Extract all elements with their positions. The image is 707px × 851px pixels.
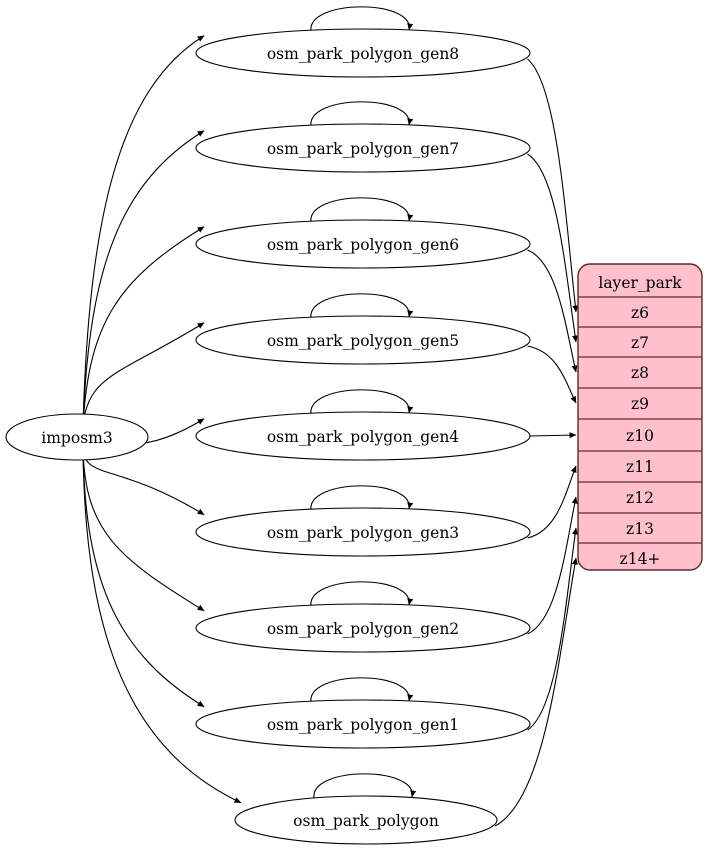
imposm3-ellipse[interactable] (5, 413, 149, 461)
edge-node-0-to-z6 (527, 58, 579, 313)
node-layer: imposm3 osm_park_polygon_gen8 osm_park_pol… (5, 28, 531, 845)
record-layer: layer_park z6 z7 z8 z9 z10 z11 z12 z13 z14+ (577, 263, 703, 571)
edge-imposm3-to-node-8 (82, 448, 242, 804)
node-osm_park_polygon_gen6[interactable]: osm_park_polygon_gen6 (195, 219, 531, 269)
node-label-4: osm_park_polygon_gen4 (267, 428, 459, 446)
node-ellipse-2[interactable] (195, 219, 531, 269)
edge-node-3-to-z9 (527, 345, 577, 404)
layer-park-row-z9[interactable]: z9 (631, 395, 649, 413)
layer-park-row-z10[interactable]: z10 (626, 427, 654, 445)
edge-self-loop-6 (310, 581, 414, 607)
node-ellipse-4[interactable] (195, 411, 531, 461)
node-ellipse-3[interactable] (195, 315, 531, 365)
edge-node-6-to-z12 (527, 496, 578, 635)
edge-self-loop-2 (310, 197, 414, 223)
node-label-2: osm_park_polygon_gen6 (267, 236, 459, 254)
node-osm_park_polygon_gen1[interactable]: osm_park_polygon_gen1 (195, 699, 531, 749)
edge-self-loop-8 (313, 773, 417, 799)
edge-self-loop-7 (310, 677, 414, 703)
node-osm_park_polygon_gen3[interactable]: osm_park_polygon_gen3 (195, 507, 531, 557)
node-ellipse-5[interactable] (195, 507, 531, 557)
node-label-0: osm_park_polygon_gen8 (267, 45, 459, 63)
edge-node-7-to-z13 (527, 527, 579, 731)
layer-park-box[interactable] (577, 263, 703, 571)
edge-self-loop-0 (310, 6, 414, 32)
edge-imposm3-to-node-6 (82, 448, 205, 612)
layer-park-row-z11[interactable]: z11 (626, 458, 654, 476)
edge-node-5-to-z11 (527, 465, 577, 539)
node-ellipse-0[interactable] (195, 28, 531, 78)
edge-self-loop-3 (310, 293, 414, 319)
node-ellipse-7[interactable] (195, 699, 531, 749)
node-osm_park_polygon_gen7[interactable]: osm_park_polygon_gen7 (195, 123, 531, 173)
edge-node-1-to-z7 (527, 153, 579, 343)
node-osm_park_polygon_gen4[interactable]: osm_park_polygon_gen4 (195, 411, 531, 461)
layer-park-row-z13[interactable]: z13 (626, 520, 654, 538)
node-imposm3[interactable]: imposm3 (5, 413, 149, 461)
edge-self-loop-1 (310, 101, 414, 127)
edge-self-loop-5 (310, 485, 414, 511)
layer_park-record[interactable]: layer_park z6 z7 z8 z9 z10 z11 z12 z13 z14+ (577, 263, 703, 571)
node-ellipse-1[interactable] (195, 123, 531, 173)
layer-park-row-z12[interactable]: z12 (626, 489, 654, 507)
node-label-5: osm_park_polygon_gen3 (267, 524, 459, 542)
imposm3-label: imposm3 (41, 429, 112, 447)
node-label-7: osm_park_polygon_gen1 (267, 716, 459, 734)
edge-node-2-to-z8 (527, 249, 578, 373)
edge-imposm3-to-node-3 (82, 322, 205, 426)
node-label-8: osm_park_polygon (293, 812, 439, 830)
layer-park-row-z8[interactable]: z8 (631, 364, 649, 382)
node-label-3: osm_park_polygon_gen5 (267, 332, 459, 350)
node-osm_park_polygon_gen5[interactable]: osm_park_polygon_gen5 (195, 315, 531, 365)
edge-node-4-to-z10 (529, 432, 577, 439)
node-ellipse-6[interactable] (195, 603, 531, 653)
edge-self-loop-4 (310, 389, 414, 415)
layer-park-row-z7[interactable]: z7 (631, 334, 649, 352)
edge-imposm3-to-node-2 (82, 226, 205, 426)
edge-imposm3-to-node-7 (82, 448, 205, 708)
edge-imposm3-to-node-0 (82, 35, 205, 426)
layer-park-header-label: layer_park (598, 274, 682, 292)
node-ellipse-8[interactable] (234, 795, 498, 845)
node-label-1: osm_park_polygon_gen7 (267, 140, 459, 158)
edge-node-8-to-z14+ (494, 557, 578, 827)
edge-imposm3-to-node-1 (82, 130, 205, 426)
layer-park-row-z14+[interactable]: z14+ (620, 550, 661, 568)
node-osm_park_polygon_gen8[interactable]: osm_park_polygon_gen8 (195, 28, 531, 78)
layer-park-row-z6[interactable]: z6 (631, 304, 649, 322)
node-osm_park_polygon_gen2[interactable]: osm_park_polygon_gen2 (195, 603, 531, 653)
node-osm_park_polygon[interactable]: osm_park_polygon (234, 795, 498, 845)
node-label-6: osm_park_polygon_gen2 (267, 620, 459, 638)
